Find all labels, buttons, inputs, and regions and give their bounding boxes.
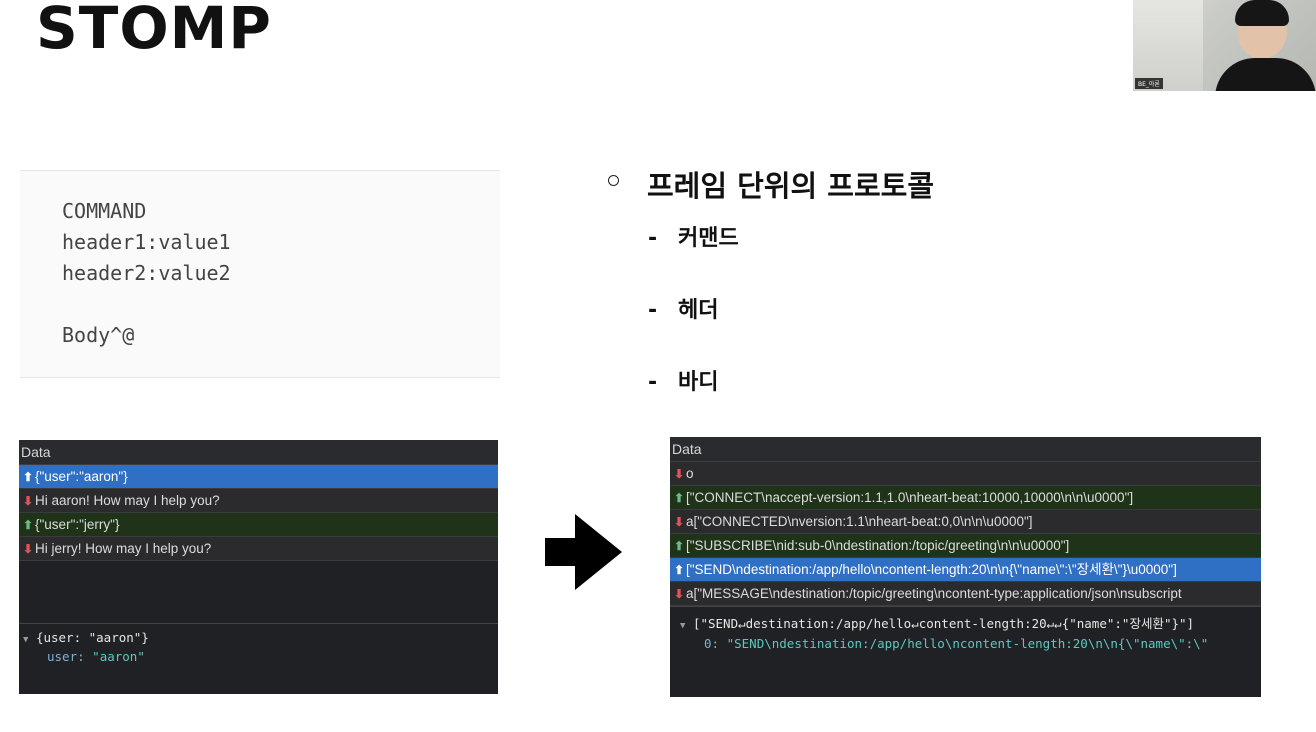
arrow-down-icon: ⬇: [22, 542, 34, 556]
inspector-summary[interactable]: ▼ {user: "aaron"}: [23, 630, 498, 645]
frame-line-command: COMMAND: [62, 199, 147, 223]
frame-line-header1: header1:value1: [62, 230, 231, 254]
inspector-key: user:: [47, 649, 85, 664]
right-arrow-icon: [545, 514, 622, 590]
arrow-down-icon: ⬇: [673, 467, 685, 481]
arrow-up-icon: ⬆: [673, 491, 685, 505]
message-inspector: ▼ ["SEND↵destination:/app/hello↵content-…: [670, 606, 1261, 651]
message-row[interactable]: ⬆["SEND\ndestination:/app/hello\ncontent…: [670, 558, 1261, 582]
inspector-child: user: "aaron": [23, 649, 498, 664]
message-row[interactable]: ⬇Hi aaron! How may I help you?: [19, 489, 498, 513]
message-text: {"user":"jerry"}: [35, 517, 120, 532]
presenter-hair: [1235, 0, 1289, 26]
inspector-child: 0: "SEND\ndestination:/app/hello\nconten…: [680, 636, 1261, 651]
inspector-value: "aaron": [92, 649, 145, 664]
message-row[interactable]: ⬇o: [670, 462, 1261, 486]
inspector-value: "SEND\ndestination:/app/hello\ncontent-l…: [726, 636, 1209, 651]
arrow-down-icon: ⬇: [22, 494, 34, 508]
frame-line-body: Body^@: [62, 323, 135, 347]
message-row[interactable]: ⬇a["MESSAGE\ndestination:/topic/greeting…: [670, 582, 1261, 606]
slide-title: STOMP: [36, 0, 272, 62]
expand-triangle-icon[interactable]: ▼: [23, 635, 29, 645]
message-text: ["SUBSCRIBE\nid:sub-0\ndestination:/topi…: [686, 538, 1070, 553]
sub-bullet-label: 바디: [678, 370, 719, 395]
frame-format-box: COMMAND header1:value1 header2:value2 Bo…: [20, 170, 500, 378]
bullet-main-text: 프레임 단위의 프로토콜: [647, 169, 934, 203]
sub-bullet-command: -커맨드: [648, 220, 739, 252]
sub-bullet-header: -헤더: [648, 292, 718, 324]
webcam-feed: BE_아론: [1133, 0, 1316, 91]
message-text: Hi aaron! How may I help you?: [35, 493, 220, 508]
arrow-up-icon: ⬆: [22, 470, 34, 484]
message-row[interactable]: ⬇Hi jerry! How may I help you?: [19, 537, 498, 561]
empty-list-area: [19, 561, 498, 623]
arrow-up-icon: ⬆: [22, 518, 34, 532]
inspector-summary-text: ["SEND↵destination:/app/hello↵content-le…: [692, 616, 1195, 631]
message-text: {"user":"aaron"}: [35, 469, 128, 484]
message-text: o: [686, 466, 694, 481]
message-text: ["SEND\ndestination:/app/hello\ncontent-…: [686, 562, 1177, 577]
sub-bullet-label: 커맨드: [678, 226, 739, 251]
right-messages-panel: Data ⬇o ⬆["CONNECT\naccept-version:1.1,1…: [670, 437, 1261, 697]
dash-marker: -: [648, 226, 658, 251]
message-row[interactable]: ⬆{"user":"aaron"}: [19, 465, 498, 489]
message-row[interactable]: ⬆["CONNECT\naccept-version:1.1,1.0\nhear…: [670, 486, 1261, 510]
message-text: Hi jerry! How may I help you?: [35, 541, 212, 556]
webcam-name-label: BE_아론: [1135, 78, 1163, 89]
webcam-background: [1133, 0, 1203, 91]
presenter-body: [1215, 58, 1316, 91]
bullet-circle-icon: [608, 175, 619, 186]
arrow-down-icon: ⬇: [673, 587, 685, 601]
expand-triangle-icon[interactable]: ▼: [680, 621, 686, 631]
data-column-header[interactable]: Data: [670, 437, 1261, 462]
message-inspector: ▼ {user: "aaron"} user: "aaron": [19, 623, 498, 664]
message-text: a["MESSAGE\ndestination:/topic/greeting\…: [686, 586, 1182, 601]
inspector-summary-text: {user: "aaron"}: [35, 630, 149, 645]
message-text: ["CONNECT\naccept-version:1.1,1.0\nheart…: [686, 490, 1134, 505]
inspector-key: 0:: [704, 636, 720, 651]
message-row[interactable]: ⬆{"user":"jerry"}: [19, 513, 498, 537]
arrow-down-icon: ⬇: [673, 515, 685, 529]
arrow-up-icon: ⬆: [673, 539, 685, 553]
dash-marker: -: [648, 298, 658, 323]
frame-line-header2: header2:value2: [62, 261, 231, 285]
arrow-up-icon: ⬆: [673, 563, 685, 577]
message-row[interactable]: ⬇a["CONNECTED\nversion:1.1\nheart-beat:0…: [670, 510, 1261, 534]
data-column-header[interactable]: Data: [19, 440, 498, 465]
message-text: a["CONNECTED\nversion:1.1\nheart-beat:0,…: [686, 514, 1033, 529]
dash-marker: -: [648, 370, 658, 395]
left-messages-panel: Data ⬆{"user":"aaron"} ⬇Hi aaron! How ma…: [19, 440, 498, 694]
inspector-summary[interactable]: ▼ ["SEND↵destination:/app/hello↵content-…: [680, 613, 1261, 632]
message-row[interactable]: ⬆["SUBSCRIBE\nid:sub-0\ndestination:/top…: [670, 534, 1261, 558]
sub-bullet-body: -바디: [648, 364, 718, 396]
sub-bullet-label: 헤더: [678, 298, 719, 323]
